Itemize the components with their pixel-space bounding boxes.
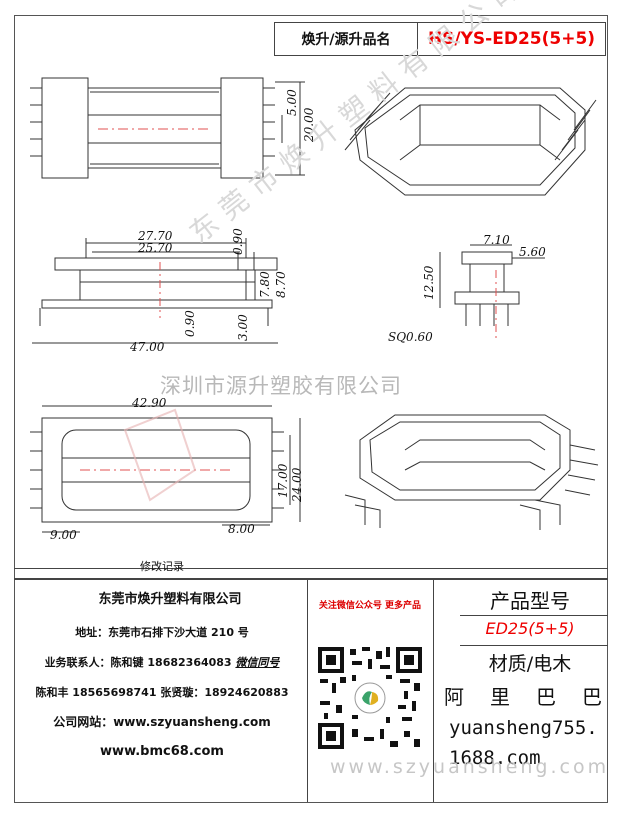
divider-mat [460, 645, 608, 646]
divider-col-1 [307, 580, 308, 802]
shop-url-line-2: 1688.com [449, 747, 541, 769]
dim-front-7: 3.00 [236, 314, 250, 341]
dim-front-3: 0.90 [231, 228, 245, 255]
bottom-view [30, 405, 301, 533]
contact-line-1: 业务联系人：陈和键 18682364083 微信同号 [16, 654, 308, 670]
dim-front-2: 25.70 [138, 241, 173, 255]
address: 地址：东莞市石排下沙大道 210 号 [75, 626, 249, 639]
contact-1-wechat: 微信同号 [235, 656, 280, 669]
dim-front-8: 47.00 [130, 340, 165, 354]
shop-url[interactable]: yuansheng755. 1688.com [449, 713, 598, 773]
product-name-value: HS/YS-ED25(5+5) [427, 29, 596, 49]
alibaba-char-4: 巴 [582, 685, 602, 709]
dim-front-4: 7.80 [258, 271, 272, 298]
product-type-value: ED25(5+5) [485, 619, 575, 638]
dim-front-5: 8.70 [274, 271, 288, 298]
divider-revision [14, 568, 608, 569]
dim-side-4: SQ0.60 [388, 330, 433, 344]
dim-side-1: 7.10 [483, 233, 510, 247]
dim-bottom-3: 24.00 [290, 467, 304, 502]
technical-drawing [30, 77, 599, 533]
dim-top-1: 5.00 [285, 89, 299, 116]
iso-view-top [344, 87, 597, 196]
website-1[interactable]: 公司网站：www.szyuansheng.com [53, 715, 271, 729]
dim-front-6: 0.90 [183, 310, 197, 337]
dim-side-3: 12.50 [422, 265, 436, 300]
dim-front-1: 27.70 [138, 229, 173, 243]
material-label: 材质/电木 [488, 653, 572, 675]
contact-line-2: 陈和丰 18565698741 张贤璇：18924620883 [35, 686, 289, 699]
divider-col-2 [433, 580, 434, 802]
watermark-company: 深圳市源升塑胶有限公司 [160, 374, 402, 398]
divider-prod [460, 615, 608, 616]
revision-label: 修改记录 [140, 560, 184, 573]
dim-side-2: 5.60 [519, 245, 546, 259]
alibaba-char-3: 巴 [536, 685, 556, 709]
qr-code-icon [316, 645, 424, 751]
dim-bottom-5: 8.00 [228, 522, 255, 536]
product-name-label: 焕升/源升品名 [275, 23, 418, 55]
dim-bottom-4: 9.00 [50, 528, 77, 542]
shop-url-line-1: yuansheng755. [449, 717, 598, 739]
contact-1-text: 业务联系人：陈和键 18682364083 [44, 656, 232, 669]
watermark-website: www.szyuansheng.com [330, 756, 610, 778]
dim-bottom-2: 17.00 [276, 463, 290, 498]
follow-wechat-text: 关注微信公众号 更多产品 [318, 601, 422, 611]
divider-footer [14, 578, 608, 580]
front-view [32, 238, 278, 344]
company-name: 东莞市焕升塑料有限公司 [98, 592, 242, 607]
sheet-border [14, 15, 608, 803]
iso-view-bottom [344, 414, 599, 530]
alibaba-char-2: 里 [490, 685, 510, 709]
product-type-label: 产品型号 [490, 589, 570, 613]
top-view [30, 77, 305, 179]
alibaba-char-1: 阿 [444, 685, 464, 709]
title-block: 焕升/源升品名 HS/YS-ED25(5+5) [274, 22, 606, 56]
website-2[interactable]: www.bmc68.com [100, 744, 224, 759]
dim-bottom-1: 42.90 [132, 396, 167, 410]
side-view [439, 244, 545, 326]
alibaba-label: 阿 里 巴 巴 [438, 681, 608, 710]
